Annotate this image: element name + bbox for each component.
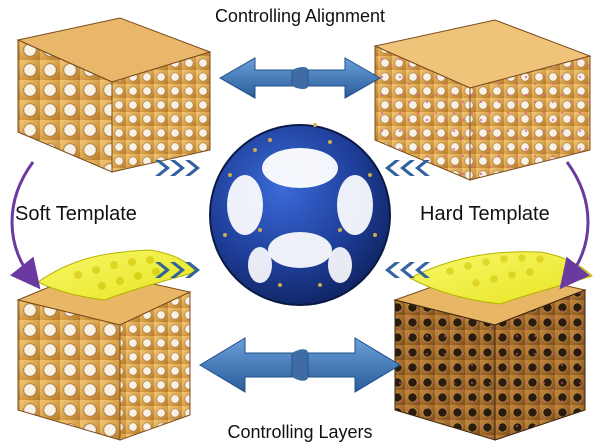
block-bottom-left (16, 249, 197, 441)
center-blue-ball (209, 123, 391, 306)
chevrons-left-top (155, 160, 200, 176)
label-left: Soft Template (15, 203, 137, 225)
curve-arrow-right (559, 161, 590, 290)
curve-arrow-left (10, 161, 41, 290)
double-arrow-top (218, 57, 382, 99)
chevrons-left-bottom (155, 262, 200, 278)
block-top-left (16, 17, 212, 173)
chevrons-right-bottom (385, 262, 430, 278)
label-bottom: Controlling Layers (227, 422, 372, 442)
label-top: Controlling Alignment (215, 6, 385, 26)
block-top-right (373, 19, 592, 181)
block-bottom-right (393, 251, 593, 441)
double-arrow-bottom (199, 337, 401, 393)
chevrons-right-top (385, 160, 430, 176)
label-right: Hard Template (420, 203, 550, 225)
